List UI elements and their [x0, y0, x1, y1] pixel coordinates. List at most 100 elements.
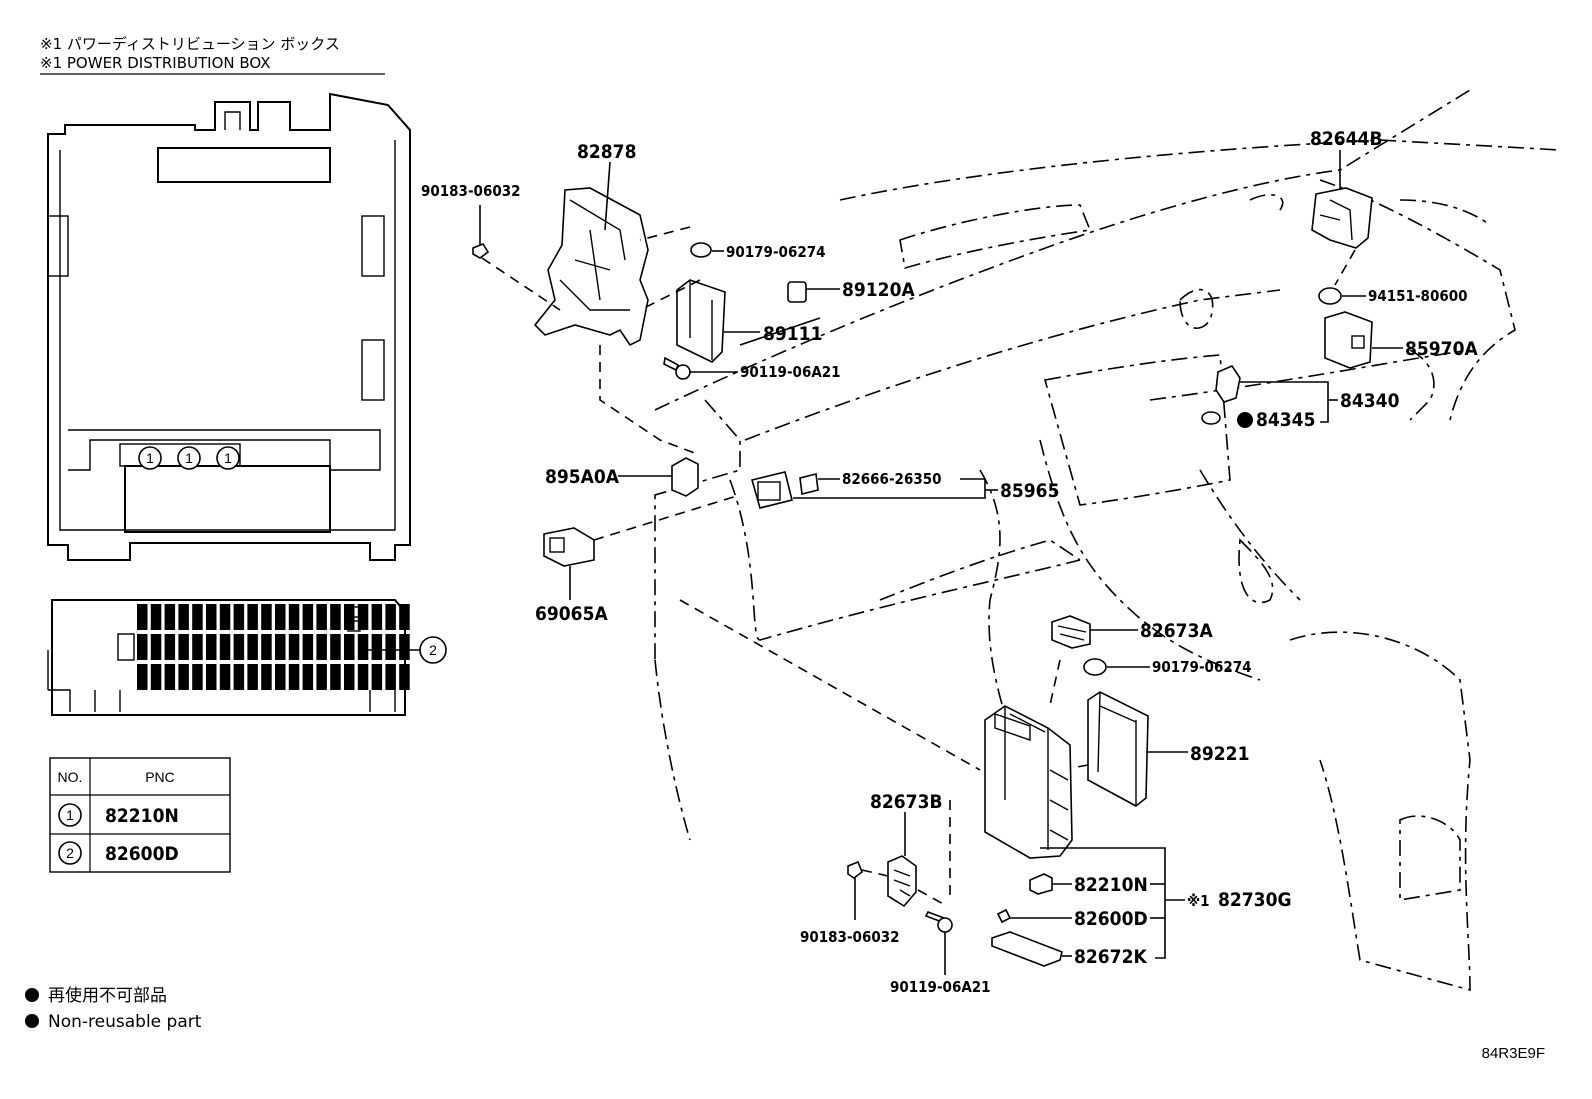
- part-89111[interactable]: 89111: [639, 279, 822, 363]
- fuse-slot: [288, 604, 300, 630]
- bracket-82644B: [1311, 187, 1373, 249]
- pdb-small-slot-1: [347, 606, 361, 618]
- label-90119-06A21-b: 90119-06A21: [890, 978, 991, 996]
- part-90179-06274-b[interactable]: 90179-06274: [1083, 658, 1252, 676]
- label-90179-06274-b: 90179-06274: [1152, 658, 1252, 676]
- bracket-82673B: [887, 855, 917, 908]
- dash-left-end: [654, 399, 741, 660]
- label-82600D: 82600D: [1074, 908, 1148, 930]
- figure-code: 84R3E9F: [1482, 1045, 1545, 1062]
- fuse-slot: [137, 664, 148, 690]
- part-90179-06274-a[interactable]: 90179-06274: [639, 226, 826, 261]
- fuse-slot: [275, 664, 286, 690]
- table-header-no: NO.: [58, 769, 83, 785]
- cover-85965-window: [757, 481, 781, 501]
- pdb-side-feet: [48, 689, 396, 712]
- part-895A0A[interactable]: 895A0A: [545, 457, 699, 497]
- junction-block-top-tab: [994, 713, 1031, 741]
- part-82673B[interactable]: 82673B: [870, 791, 951, 908]
- pdb-slot-lower: [361, 339, 385, 401]
- pdb-side-connector: [117, 633, 135, 661]
- fuse-slot: [233, 634, 245, 660]
- part-90183-06032-a[interactable]: 90183-06032: [421, 182, 561, 311]
- part-82673A[interactable]: 82673A: [1051, 615, 1213, 649]
- nut-90179-a: [690, 242, 712, 258]
- fuse-slot: [316, 604, 327, 630]
- label-69065A: 69065A: [535, 603, 608, 625]
- dash-right-switch: [1409, 349, 1435, 421]
- part-90183-06032-b[interactable]: 90183-06032: [800, 860, 900, 946]
- callout-2-label: 2: [429, 642, 437, 658]
- table-row1-no: 1: [66, 807, 74, 823]
- part-82730G[interactable]: ※1 82730G: [679, 599, 1292, 959]
- label-82210N: 82210N: [1074, 874, 1148, 896]
- part-85970A[interactable]: 85970A: [1324, 311, 1478, 369]
- label-82730G: 82730G: [1218, 889, 1292, 911]
- fuse-slot: [357, 604, 369, 630]
- part-69065A[interactable]: 69065A: [535, 494, 741, 625]
- bracket-82673B-detail: [893, 869, 911, 897]
- fuse-slot: [385, 664, 396, 690]
- bracket-leader-84340: [1240, 381, 1329, 423]
- fuse-slot: [344, 664, 355, 690]
- pdb-top-inner: [59, 140, 396, 531]
- switch-69065A-face: [549, 537, 565, 553]
- part-82600D[interactable]: 82600D: [996, 908, 1165, 930]
- part-94151-80600[interactable]: 94151-80600: [1318, 287, 1468, 305]
- non-reusable-dot-icon: [1237, 412, 1253, 428]
- fuse-slot: [137, 604, 148, 630]
- fuse-slot: [385, 604, 396, 630]
- dash-jb-top: [1049, 659, 1061, 706]
- part-82878[interactable]: 82878: [533, 141, 649, 347]
- label-89221: 89221: [1190, 743, 1249, 765]
- part-85965[interactable]: 82666-26350 85965: [751, 470, 1059, 509]
- pdb-top-view: 1 1 1: [47, 92, 411, 561]
- dash-90179-a: [639, 226, 691, 241]
- ecu-89221-detail: [1097, 691, 1137, 806]
- nut-84345: [1201, 411, 1221, 425]
- fuse-slot: [399, 664, 410, 690]
- header: ※1 パワーディストリビューション ボックス ※1 POWER DISTRIBU…: [40, 35, 385, 75]
- bracket-leader-85965: [793, 478, 986, 499]
- fuse-slot: [344, 634, 355, 660]
- label-89111: 89111: [763, 323, 822, 345]
- pdb-fuse-grid: [137, 604, 410, 690]
- fuse-slot: [261, 604, 272, 630]
- label-82666-26350: 82666-26350: [842, 470, 942, 488]
- table-row1-no-circle: [58, 803, 82, 827]
- pnc-table: NO. PNC 1 82210N 2 82600D: [49, 757, 231, 873]
- pdb-tab: [224, 111, 241, 130]
- part-84340[interactable]: 84345 84340: [1201, 365, 1400, 431]
- leader-89111-b: [739, 317, 821, 346]
- dash-floor-line: [879, 539, 1081, 601]
- part-90119-06A21-b[interactable]: 90119-06A21: [890, 910, 991, 996]
- part-82644B[interactable]: 82644B: [1310, 128, 1383, 286]
- header-jp: ※1 パワーディストリビューション ボックス: [40, 35, 340, 53]
- fuse-slot: [150, 634, 162, 660]
- dash-knob: [1179, 288, 1214, 329]
- part-82672K[interactable]: 82672K: [991, 931, 1147, 968]
- part-89120A[interactable]: 89120A: [787, 279, 915, 303]
- fuse-slot: [371, 604, 383, 630]
- callout-circle-1b: [177, 446, 201, 470]
- fuse-slot: [233, 664, 245, 690]
- clip-90183-b: [847, 860, 863, 879]
- dash-left-lower: [654, 659, 691, 841]
- callout-1a-label: 1: [146, 450, 154, 466]
- part-90119-06A21-a[interactable]: 90119-06A21: [599, 345, 841, 456]
- part-89221[interactable]: 89221: [1059, 691, 1249, 807]
- label-82673A: 82673A: [1140, 620, 1213, 642]
- fuse-slot: [371, 664, 383, 690]
- part-82210N[interactable]: 82210N: [1029, 873, 1165, 896]
- fuse-slot: [261, 664, 272, 690]
- dash-right-vent: [1399, 199, 1491, 226]
- non-reusable-dot-icon: [25, 1014, 39, 1028]
- label-895A0A: 895A0A: [545, 466, 620, 488]
- fuse-slot: [219, 664, 231, 690]
- dash-console-left: [1039, 439, 1261, 681]
- relay-82600D: [996, 908, 1012, 924]
- fuse-slot: [206, 664, 217, 690]
- fuse-slot: [385, 634, 396, 660]
- fuse-slot: [261, 634, 272, 660]
- relay-85970A-face: [1351, 335, 1365, 349]
